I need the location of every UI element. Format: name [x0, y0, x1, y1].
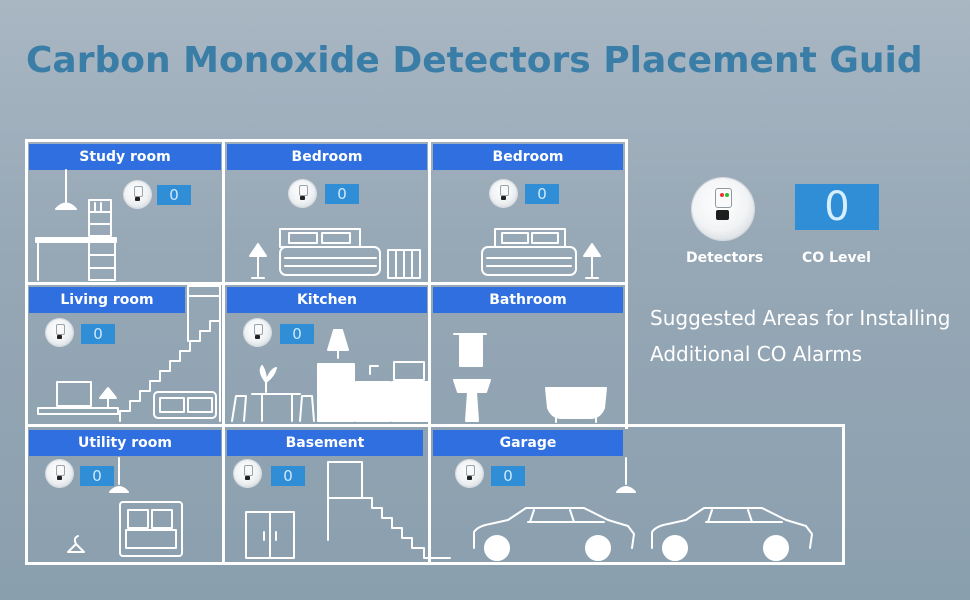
legend-detectors-label: Detectors	[686, 250, 764, 266]
wall-floor-2	[25, 424, 845, 427]
room-bedroom-2: Bedroom 0	[433, 144, 623, 281]
room-bedroom-1: Bedroom 0	[227, 144, 427, 281]
co-detector-icon	[244, 319, 271, 346]
room-label-living: Living room	[29, 287, 185, 313]
sofa-icon	[119, 501, 183, 557]
co-level-display: 0	[280, 324, 314, 344]
co-detector-icon	[46, 460, 73, 487]
sink-icon	[453, 379, 491, 422]
co-level-display: 0	[525, 184, 559, 204]
wall-col-1	[222, 139, 225, 565]
pendant-lamp-icon	[616, 457, 636, 493]
legend-co-level-label: CO Level	[802, 250, 871, 266]
page-title: Carbon Monoxide Detectors Placement Guid	[26, 40, 923, 81]
room-label-basement: Basement	[227, 430, 423, 456]
room-label-bedroom-1: Bedroom	[227, 144, 427, 170]
room-living: Living room 0	[29, 287, 221, 423]
pendant-lamp-icon	[109, 457, 129, 493]
green-led-icon	[725, 193, 729, 197]
co-level-display: 0	[271, 466, 305, 486]
room-label-utility: Utility room	[29, 430, 221, 456]
wall-floor-1	[25, 282, 628, 285]
room-utility: Utility room 0	[29, 430, 221, 561]
staircase-icon	[327, 461, 451, 559]
co-level-display: 0	[81, 324, 115, 344]
room-label-kitchen: Kitchen	[227, 287, 427, 313]
room-study: Study room 0	[29, 144, 221, 281]
bed-icon	[279, 228, 381, 276]
legend-co-level-display: 0	[795, 184, 879, 230]
room-garage: Garage 0	[433, 430, 841, 561]
red-led-icon	[720, 193, 724, 197]
staircase-icon	[119, 285, 221, 422]
car-icon	[473, 507, 635, 561]
co-detector-icon	[289, 180, 316, 207]
bathtub-icon	[545, 387, 607, 423]
desk-icon	[35, 199, 117, 281]
co-level-display: 0	[325, 184, 359, 204]
wall-top	[25, 139, 628, 142]
plant-icon	[259, 365, 277, 393]
hanger-icon	[67, 535, 85, 553]
towel-rack-icon	[453, 333, 487, 367]
crib-icon	[387, 249, 421, 279]
sofa-icon	[153, 391, 217, 419]
co-detector-icon	[456, 460, 483, 487]
detector-screen-icon	[716, 210, 729, 220]
lamp-icon	[249, 243, 267, 279]
room-basement: Basement 0	[227, 430, 427, 561]
car-icon	[651, 507, 813, 561]
co-level-display: 0	[157, 185, 191, 205]
wall-bottom	[25, 562, 845, 565]
co-detector-icon	[124, 181, 151, 208]
room-label-bathroom: Bathroom	[433, 287, 623, 313]
wall-left	[25, 139, 28, 565]
suggestion-text: Suggested Areas for Installing Additiona…	[650, 300, 960, 372]
room-label-study: Study room	[29, 144, 221, 170]
room-label-garage: Garage	[433, 430, 623, 456]
wall-col-2	[428, 139, 431, 565]
pendant-lamp-icon	[55, 169, 77, 210]
dining-table-icon	[231, 393, 315, 422]
cabinet-icon	[245, 511, 295, 559]
legend-detector-icon	[692, 178, 754, 240]
kitchen-counter-icon	[317, 329, 429, 422]
lamp-icon	[583, 243, 601, 279]
wall-garage-right	[842, 424, 845, 565]
detector-window-icon	[715, 188, 732, 208]
tv-unit-icon	[37, 381, 119, 415]
co-level-display: 0	[491, 466, 525, 486]
co-detector-icon	[490, 180, 517, 207]
co-detector-icon	[234, 460, 261, 487]
room-kitchen: Kitchen 0	[227, 287, 427, 423]
suggestion-line-2: Additional CO Alarms	[650, 342, 863, 366]
bed-icon	[481, 228, 577, 276]
co-detector-icon	[46, 319, 73, 346]
room-bathroom: Bathroom	[433, 287, 623, 423]
room-label-bedroom-2: Bedroom	[433, 144, 623, 170]
co-level-display: 0	[80, 466, 114, 486]
suggestion-line-1: Suggested Areas for Installing	[650, 306, 951, 330]
